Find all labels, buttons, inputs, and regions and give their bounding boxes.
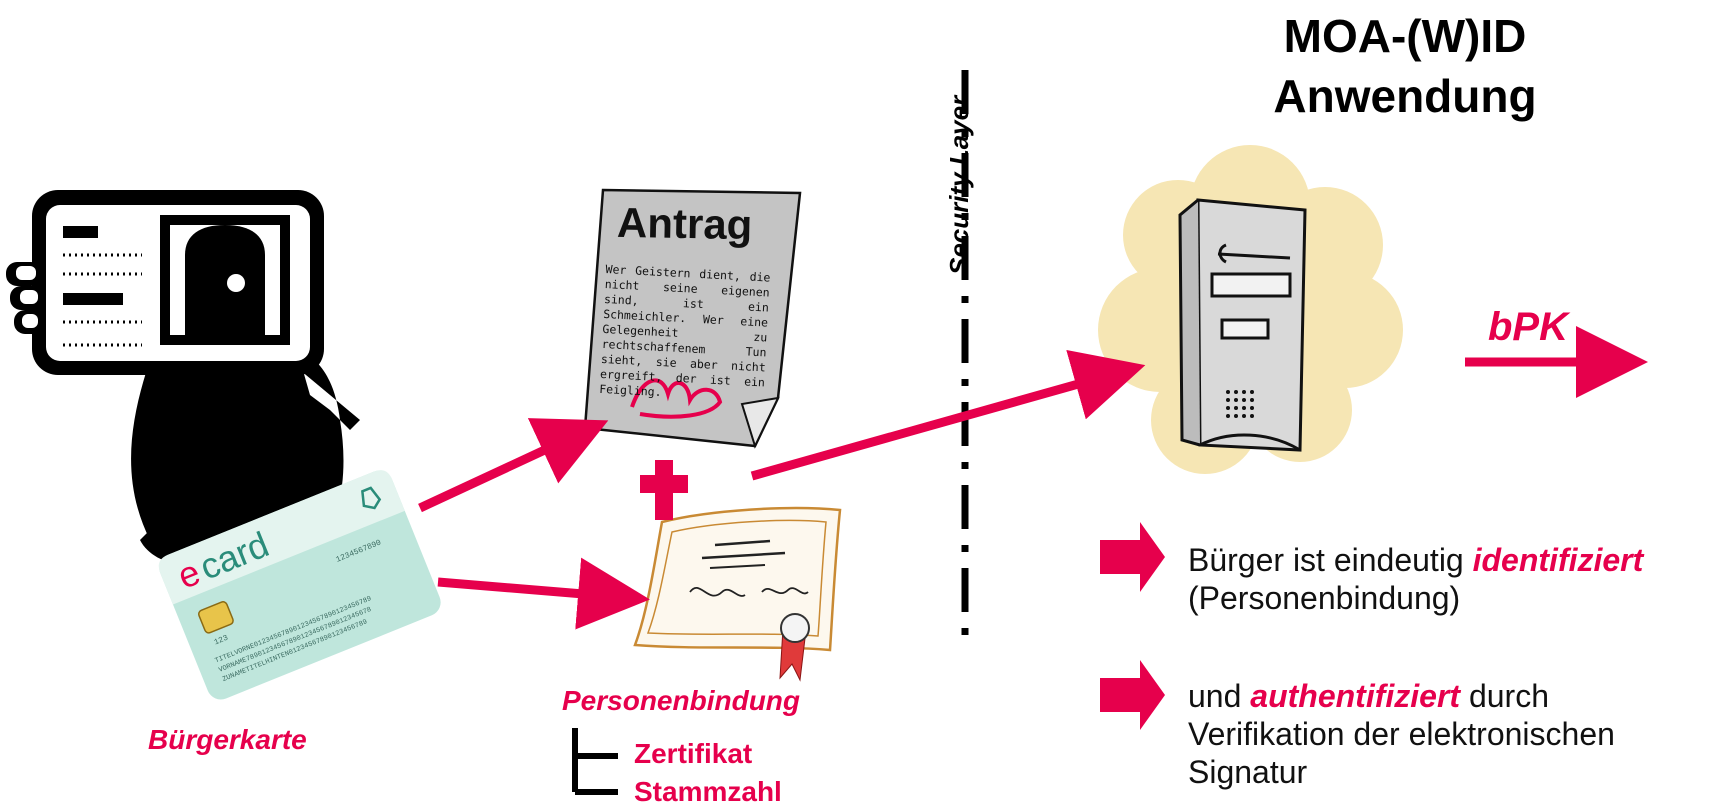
application-document-icon	[583, 188, 802, 449]
flow-arrows	[418, 326, 1648, 630]
result-2-text: und	[1188, 678, 1251, 714]
bpk-label: bPK	[1488, 305, 1568, 349]
plus-icon	[640, 460, 688, 520]
ecard-logo-icon	[361, 486, 382, 510]
result-2-line-2: Verifikation der elektronischen	[1188, 716, 1615, 752]
arrow-card-to-certificate	[437, 557, 650, 630]
app-title-line-2: Anwendung	[1273, 70, 1537, 122]
certificate-icon	[633, 506, 842, 682]
result-2-emphasis: authentifiziert	[1250, 678, 1461, 714]
server-icon	[1178, 198, 1307, 452]
result-2-after: durch	[1460, 678, 1549, 714]
stammzahl-label: Stammzahl	[634, 776, 782, 807]
document-body: Wer Geistern dient, die nicht seine eige…	[598, 262, 771, 400]
buergerkarte-label: Bürgerkarte	[148, 724, 307, 755]
result-2-line-3: Signatur	[1188, 754, 1308, 790]
result-item-2: und authentifiziert durch Verifikation d…	[1188, 677, 1615, 791]
result-item-1: Bürger ist eindeutig identifiziert (Pers…	[1188, 541, 1643, 617]
id-card-icon	[6, 190, 324, 375]
result-bullet-arrow-1	[1100, 522, 1165, 592]
ecard-icon: e card 123 1234567890 TITELVORNE01234567…	[158, 470, 441, 700]
zertifikat-label: Zertifikat	[634, 738, 753, 769]
app-title: MOA-(W)ID Anwendung	[1195, 6, 1615, 126]
result-bullet-arrow-2	[1100, 660, 1165, 730]
app-title-line-1: MOA-(W)ID	[1283, 10, 1527, 62]
result-1-line-2: (Personenbindung)	[1188, 580, 1461, 616]
signature-icon	[630, 378, 723, 419]
personenbindung-bracket	[572, 728, 618, 795]
personenbindung-label: Personenbindung	[562, 685, 800, 716]
arrow-card-to-document	[418, 418, 609, 513]
result-1-text: Bürger ist eindeutig	[1188, 542, 1473, 578]
chip-icon	[197, 601, 234, 634]
security-layer-label: Security Layer	[944, 95, 974, 275]
document-heading: Antrag	[616, 198, 753, 249]
result-1-emphasis: identifiziert	[1472, 542, 1644, 578]
arrow-to-server	[750, 350, 1146, 481]
